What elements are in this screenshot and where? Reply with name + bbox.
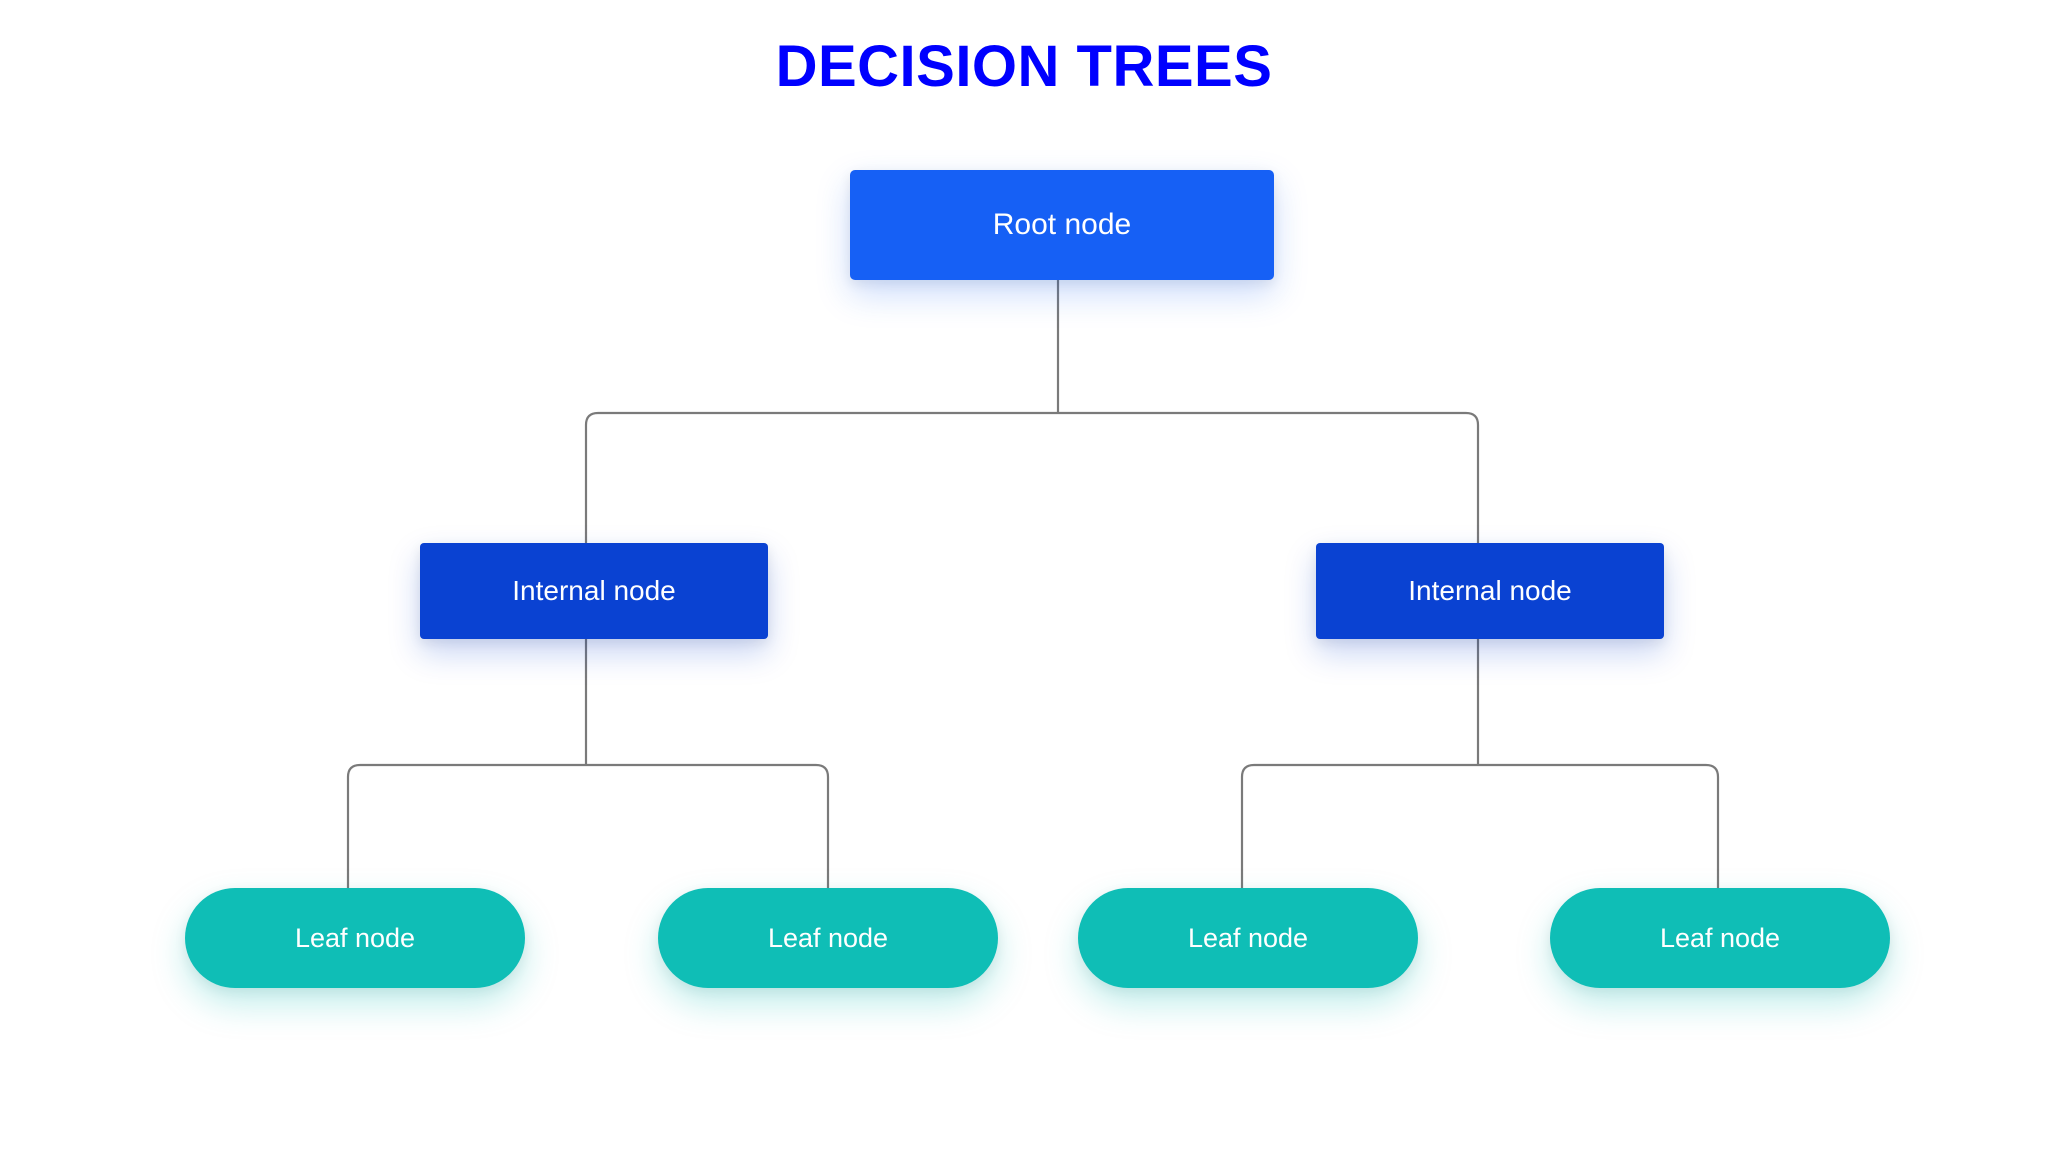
node-internal-right-label: Internal node [1408, 575, 1572, 606]
node-internal-left-label: Internal node [512, 575, 676, 606]
page-title: DECISION TREES [775, 34, 1273, 99]
node-leaf-4-label: Leaf node [1659, 922, 1781, 953]
node-root-label: Root node [992, 208, 1132, 241]
node-root[interactable]: Root node [850, 170, 1274, 280]
node-leaf-1[interactable]: Leaf node [185, 888, 525, 988]
node-leaf-2-label: Leaf node [767, 922, 889, 953]
node-leaf-4[interactable]: Leaf node [1550, 888, 1890, 988]
node-leaf-3-label: Leaf node [1187, 922, 1309, 953]
edge-root-to-internals [584, 411, 1480, 543]
edge-internal-right-to-leaves [1240, 763, 1720, 888]
edge-internal-left-to-leaves [346, 763, 830, 888]
node-leaf-2[interactable]: Leaf node [658, 888, 998, 988]
node-leaf-3[interactable]: Leaf node [1078, 888, 1418, 988]
node-internal-left[interactable]: Internal node [420, 543, 768, 639]
node-leaf-1-label: Leaf node [294, 922, 416, 953]
node-internal-right[interactable]: Internal node [1316, 543, 1664, 639]
